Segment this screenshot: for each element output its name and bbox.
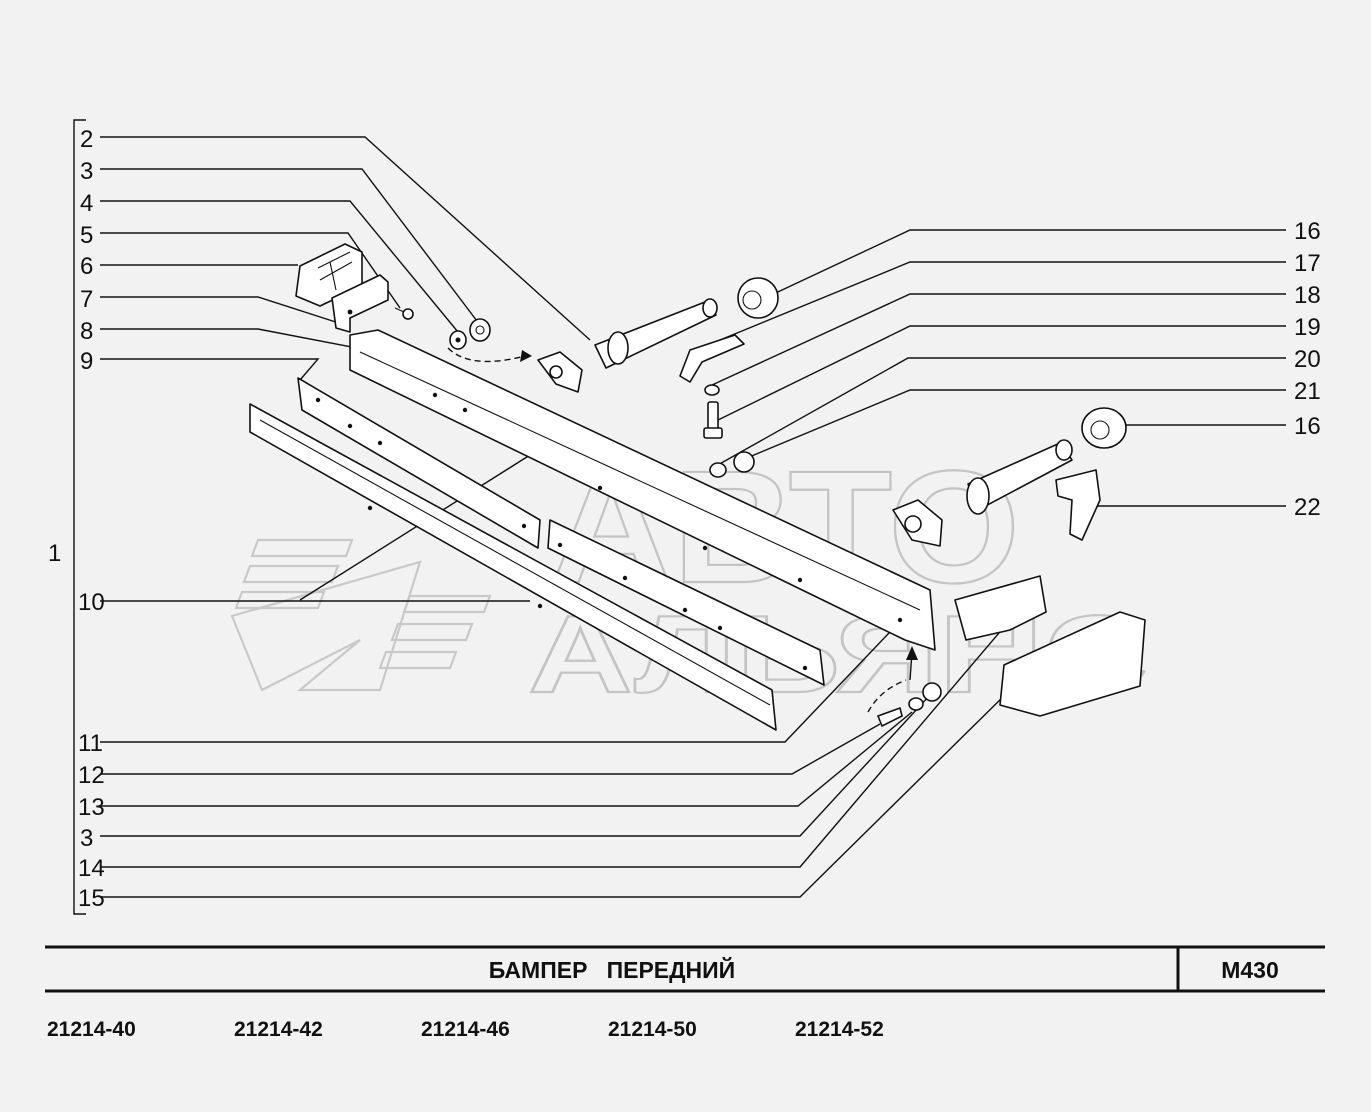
model-item: 21214-42 [234, 1018, 323, 1041]
part-10-bumper-bar [249, 403, 777, 731]
callout-5: 5 [80, 222, 93, 249]
diagram-title: БАМПЕР ПЕРЕДНИЙ [489, 956, 735, 983]
part-3-nut-lower [922, 682, 942, 702]
callout-20: 20 [1294, 346, 1321, 373]
part-13-washer [908, 697, 924, 711]
part-19-bolt [703, 401, 723, 439]
callout-2: 2 [80, 126, 93, 153]
callout-8: 8 [80, 318, 93, 345]
left-callouts: 2 3 4 5 6 7 8 9 10 11 12 13 3 14 15 [78, 126, 105, 912]
part-20-washer [709, 462, 727, 478]
part-14-side-bracket [954, 575, 1047, 641]
model-item: 21214-46 [421, 1018, 510, 1041]
group-bracket: 1 [48, 119, 86, 915]
parts [249, 243, 1146, 731]
callout-15: 15 [78, 885, 105, 912]
callout-7: 7 [80, 286, 93, 313]
callout-10: 10 [78, 589, 105, 616]
part-8-beam [349, 329, 936, 651]
callout-1: 1 [48, 540, 61, 567]
callout-18: 18 [1294, 282, 1321, 309]
part-5-screw [394, 307, 414, 320]
part-4-washer [449, 330, 467, 350]
callout-3b: 3 [80, 825, 93, 852]
part-12-bolt [877, 707, 903, 727]
part-11-lower-bar [547, 519, 825, 686]
model-item: 21214-40 [47, 1018, 136, 1041]
watermark-logo [230, 538, 492, 692]
model-item: 21214-52 [795, 1018, 884, 1041]
callout-16b: 16 [1294, 413, 1321, 440]
callout-22: 22 [1294, 494, 1321, 521]
part-9-bar [297, 377, 541, 549]
callout-13: 13 [78, 794, 105, 821]
right-callouts: 16 17 18 19 20 21 16 22 [1294, 218, 1321, 521]
title-block: БАМПЕР ПЕРЕДНИЙ М430 [45, 945, 1325, 993]
callout-12: 12 [78, 762, 105, 789]
leader-lines [100, 136, 1286, 898]
part-18-washer [704, 384, 720, 396]
part-6-end-cap [295, 243, 363, 307]
part-16-cap-right [1081, 407, 1127, 449]
callout-19: 19 [1294, 314, 1321, 341]
callout-17: 17 [1294, 250, 1321, 277]
part-22-bracket [1055, 469, 1101, 541]
callout-3: 3 [80, 158, 93, 185]
callout-14: 14 [78, 855, 105, 882]
callout-21: 21 [1294, 378, 1321, 405]
part-2-tube-left [537, 298, 718, 393]
callout-4: 4 [80, 190, 93, 217]
part-16-cap-top [737, 277, 779, 319]
part-15-corner-cap [999, 611, 1146, 717]
diagram-code: М430 [1221, 957, 1279, 983]
part-2-tube-right [892, 439, 1073, 547]
part-7-bracket [331, 274, 389, 333]
part-3-nut [469, 318, 491, 342]
part-21-nut [733, 451, 755, 473]
callout-11: 11 [78, 730, 103, 757]
model-list: 21214-40 21214-42 21214-46 21214-50 2121… [47, 1018, 884, 1041]
callout-9: 9 [80, 348, 93, 375]
callout-6: 6 [80, 253, 93, 280]
part-17-bracket [679, 334, 745, 383]
model-item: 21214-50 [608, 1018, 697, 1041]
callout-16: 16 [1294, 218, 1321, 245]
